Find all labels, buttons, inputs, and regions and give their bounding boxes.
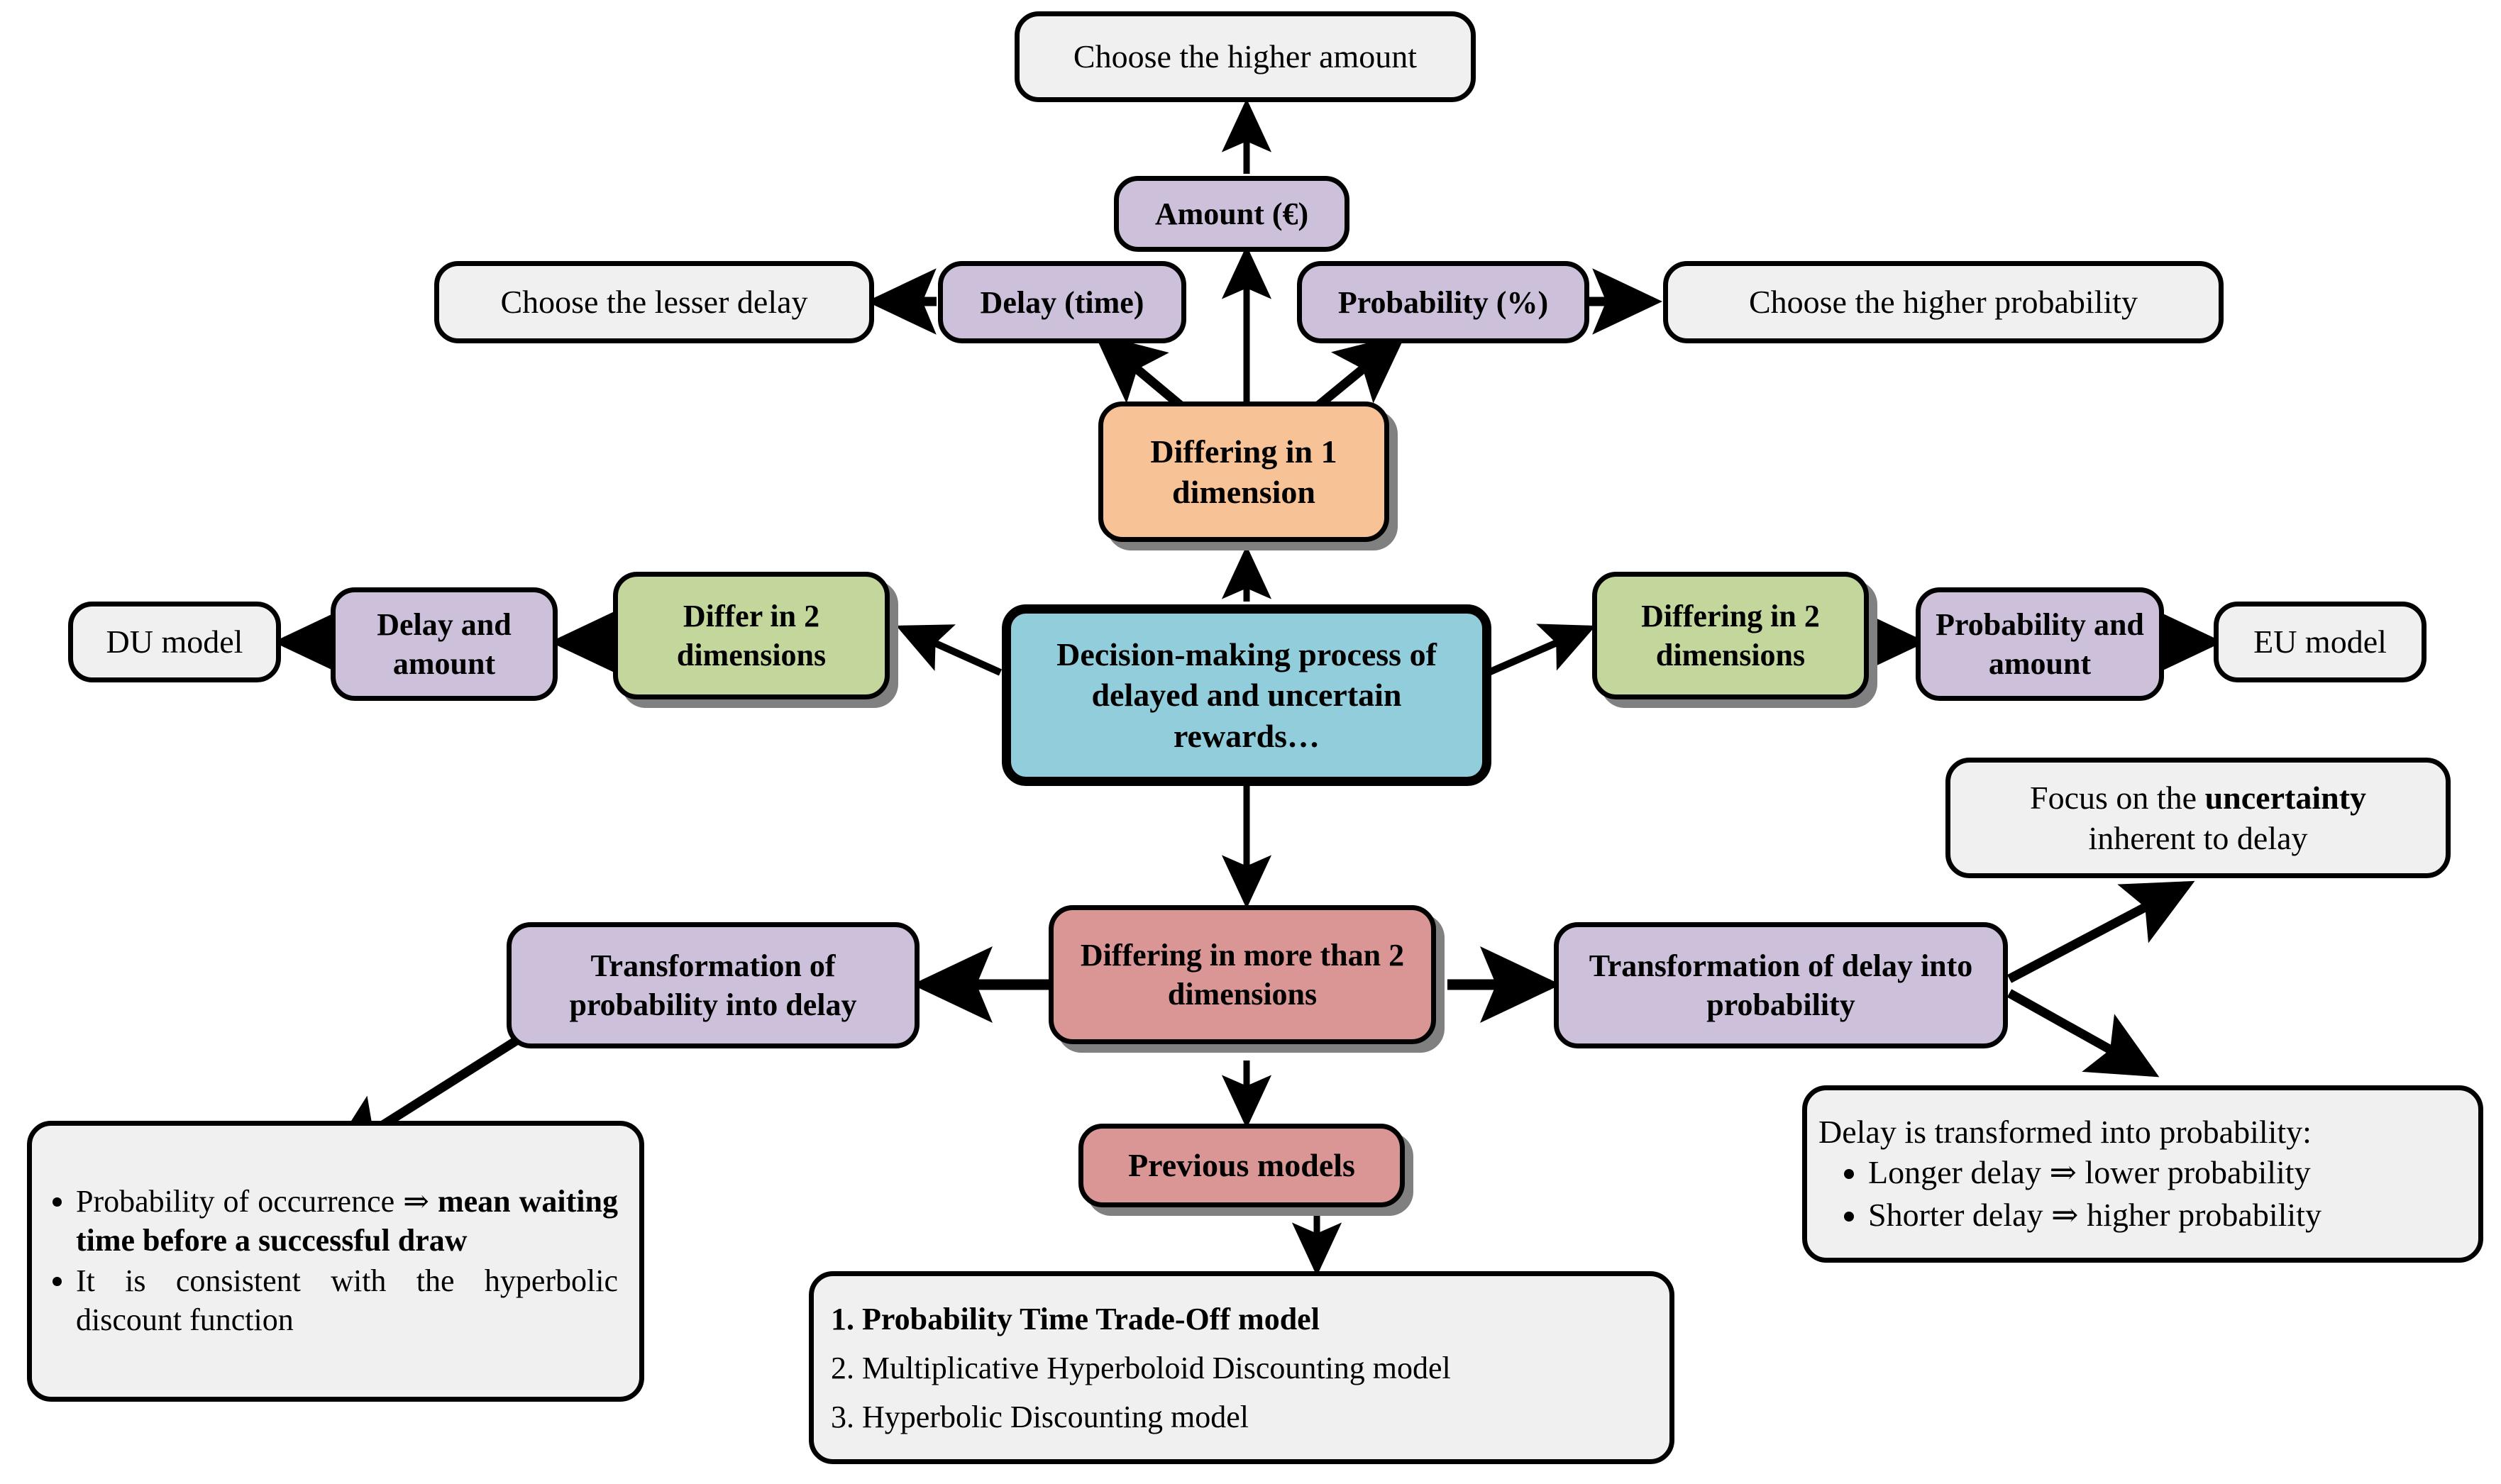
node-choose-higher-probability[interactable]: Choose the higher probability [1663, 261, 2224, 343]
node-label: Delay (time) [980, 284, 1144, 320]
list-item: 1. Probability Time Trade-Off model [831, 1301, 1320, 1336]
node-choose-higher-amount[interactable]: Choose the higher amount [1015, 11, 1476, 102]
edge-delay-prob-to-delaybox [2006, 989, 2160, 1078]
node-label: Previous models [1128, 1147, 1355, 1184]
node-label: Probability (%) [1337, 284, 1549, 320]
node-label: Choose the higher amount [1073, 38, 1418, 75]
bullet-list: Longer delay ⇒ lower probability Shorter… [1818, 1152, 2467, 1235]
bullet-list: Probability of occurrence ⇒ mean waiting… [39, 1182, 618, 1339]
bullet-list-wrapper: Probability of occurrence ⇒ mean waiting… [32, 1182, 639, 1341]
list-item: 2. Multiplicative Hyperboloid Discountin… [831, 1350, 1451, 1385]
node-delay-transformed-box[interactable]: Delay is transformed into probability: L… [1802, 1085, 2483, 1263]
node-label: Focus on the uncertainty inherent to del… [1950, 777, 2446, 859]
node-label: Delay and amount [377, 607, 512, 681]
node-center-decision-process[interactable]: Decision-making process of delayed and u… [1002, 604, 1491, 786]
node-probability-and-amount[interactable]: Probability and amount [1916, 587, 2164, 701]
node-transformation-delay-into-probability[interactable]: Transformation of delay into probability [1554, 922, 2008, 1048]
node-amount[interactable]: Amount (€) [1114, 176, 1349, 252]
node-label: Differing in 2 dimensions [1641, 599, 1820, 672]
node-label: Choose the lesser delay [500, 284, 808, 321]
numbered-list-wrapper: 1. Probability Time Trade-Off model 2. M… [814, 1300, 1669, 1436]
bullet1-normal: Probability of occurrence ⇒ [76, 1184, 438, 1219]
node-choose-lesser-delay[interactable]: Choose the lesser delay [434, 261, 874, 343]
node-focus-uncertainty[interactable]: Focus on the uncertainty inherent to del… [1945, 758, 2451, 878]
node-label: Choose the higher probability [1748, 284, 2138, 321]
focus-line1-prefix: Focus on the [2029, 779, 2205, 816]
node-probability-delay-bullets[interactable]: Probability of occurrence ⇒ mean waiting… [27, 1121, 644, 1402]
node-label: Amount (€) [1154, 196, 1309, 231]
node-previous-models-list[interactable]: 1. Probability Time Trade-Off model 2. M… [809, 1271, 1674, 1464]
node-label: Differ in 2 dimensions [676, 599, 827, 672]
node-label: Transformation of delay into probability [1589, 948, 1973, 1022]
node-differing-in-1-dimension[interactable]: Differing in 1 dimension [1098, 402, 1389, 542]
node-label: Differing in more than 2 dimensions [1080, 938, 1405, 1012]
edge-center-to-differ2-left [895, 624, 1003, 676]
node-differing-in-2-dimensions-right[interactable]: Differing in 2 dimensions [1592, 572, 1869, 699]
list-item: It is consistent with the hyperbolic dis… [76, 1261, 618, 1339]
node-label: EU model [2253, 624, 2387, 660]
list-item: 3. Hyperbolic Discounting model [831, 1399, 1249, 1434]
node-probability[interactable]: Probability (%) [1297, 261, 1589, 343]
node-differing-in-more-than-2-dimensions[interactable]: Differing in more than 2 dimensions [1049, 905, 1436, 1044]
delay-box-wrapper: Delay is transformed into probability: L… [1807, 1112, 2478, 1237]
node-delay-and-amount[interactable]: Delay and amount [331, 587, 558, 701]
edge-delay-prob-to-focus [2006, 880, 2195, 983]
node-previous-models[interactable]: Previous models [1078, 1124, 1405, 1207]
bullet1-bold: mean waiting time before a successful dr… [76, 1184, 618, 1258]
node-eu-model[interactable]: EU model [2214, 602, 2427, 682]
node-transformation-probability-into-delay[interactable]: Transformation of probability into delay [507, 922, 920, 1048]
node-label: Transformation of probability into delay [569, 948, 857, 1022]
node-label: Decision-making process of delayed and u… [1056, 636, 1437, 754]
node-label: Differing in 1 dimension [1150, 433, 1337, 511]
node-delay[interactable]: Delay (time) [938, 261, 1186, 343]
delay-box-heading: Delay is transformed into probability: [1818, 1113, 2312, 1150]
node-differ-in-2-dimensions-left[interactable]: Differ in 2 dimensions [613, 572, 890, 699]
list-item: Longer delay ⇒ lower probability [1868, 1152, 2467, 1193]
edge-center-to-differ2-right [1486, 624, 1596, 676]
numbered-list: 1. Probability Time Trade-Off model 2. M… [831, 1300, 1652, 1436]
node-label: Probability and amount [1936, 607, 2144, 681]
list-item: Probability of occurrence ⇒ mean waiting… [76, 1182, 618, 1260]
focus-line1-bold: uncertainty [2204, 779, 2367, 816]
list-item: Shorter delay ⇒ higher probability [1868, 1195, 2467, 1236]
focus-line2: inherent to delay [2088, 820, 2308, 856]
node-du-model[interactable]: DU model [68, 602, 281, 682]
node-label: DU model [106, 624, 243, 660]
